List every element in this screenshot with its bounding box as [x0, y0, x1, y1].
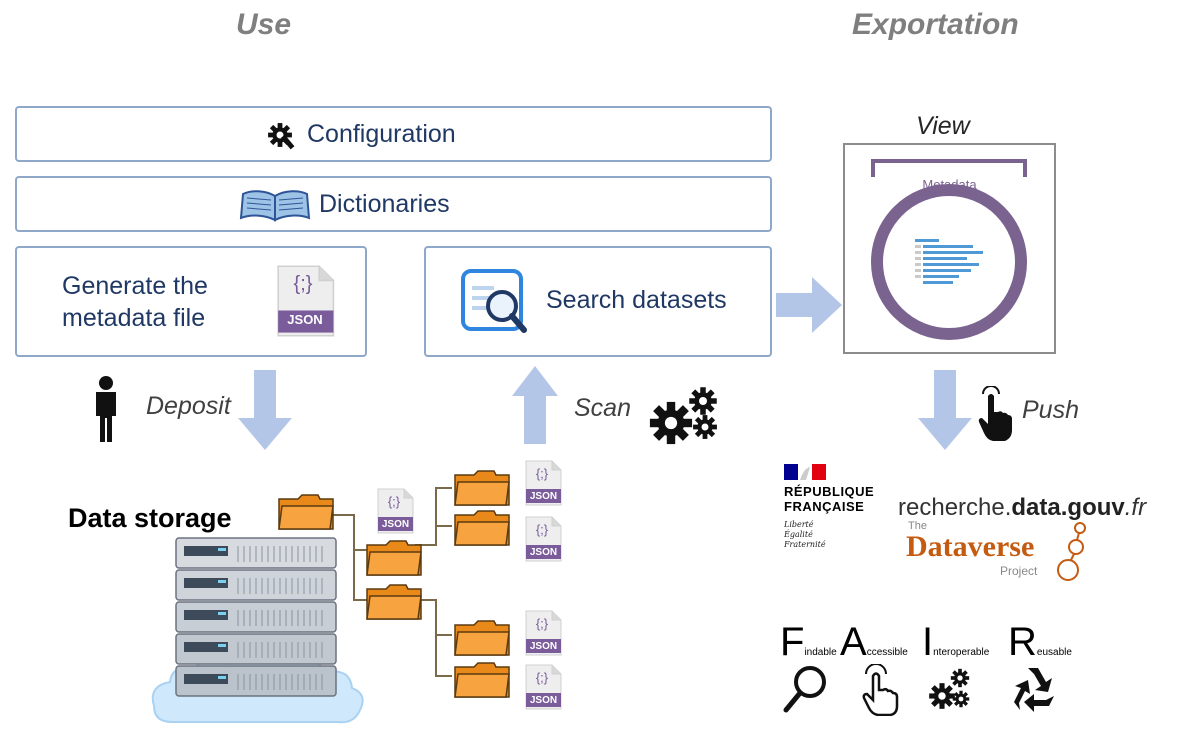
json-label: JSON: [287, 312, 323, 327]
metadata-view-card[interactable]: Metadata: [843, 143, 1056, 354]
dataverse-name: Dataverse: [906, 530, 1035, 563]
folder-tree-connectors: [330, 487, 452, 677]
server-rack-cloud-icon: [151, 537, 364, 724]
person-icon: [92, 376, 120, 442]
json-glyph: {;}: [293, 273, 313, 295]
configuration-panel[interactable]: Configuration: [15, 106, 772, 162]
dataverse-logo: The Dataverse Project: [902, 520, 1102, 582]
arrow-down-push-icon: [918, 370, 972, 450]
search-datasets-label: Search datasets: [546, 286, 727, 314]
arrow-right-icon: [776, 277, 842, 333]
json-label: JSON: [529, 695, 558, 706]
folder-icon: [454, 510, 510, 546]
json-label: JSON: [529, 491, 558, 502]
data-gouv-text: data.gouv: [1011, 494, 1125, 521]
view-label: View: [916, 112, 970, 140]
fr-text: .fr: [1124, 494, 1147, 521]
arrow-down-icon: [238, 370, 292, 450]
republique-francaise-logo: RÉPUBLIQUE FRANÇAISE Liberté Égalité Fra…: [782, 462, 894, 562]
dictionaries-label: Dictionaries: [319, 190, 450, 218]
generate-metadata-panel[interactable]: Generate the metadata file {;} JSON: [15, 246, 367, 357]
json-glyph: {;}: [387, 494, 401, 509]
fair-f: F: [780, 620, 805, 664]
folder-icon: [366, 540, 422, 576]
republique-line1: RÉPUBLIQUE: [784, 484, 875, 499]
json-file-icon: {;} JSON: [524, 460, 562, 506]
fair-i: I: [922, 620, 934, 664]
configuration-label: Configuration: [307, 120, 456, 148]
interoperable-gears-icon: [929, 668, 970, 709]
generate-metadata-label: Generate the metadata file: [62, 270, 208, 334]
scan-label: Scan: [574, 394, 631, 422]
tap-hand-icon: [978, 386, 1012, 441]
fair-reusable-rest: eusable: [1036, 647, 1072, 658]
motto-fraternite: Fraternité: [784, 540, 826, 549]
fair-a: A: [840, 620, 867, 664]
folder-icon: [278, 494, 334, 530]
folder-icon: [366, 584, 422, 620]
folder-icon: [454, 620, 510, 656]
recycle-icon: [1014, 668, 1054, 712]
use-heading: Use: [236, 8, 292, 41]
json-label: JSON: [529, 641, 558, 652]
folder-icon: [454, 662, 510, 698]
recherche-text: recherche.: [898, 494, 1012, 521]
motto-egalite: Égalité: [784, 530, 813, 539]
dictionaries-panel[interactable]: Dictionaries: [15, 176, 772, 232]
json-file-icon: {;} JSON: [376, 488, 414, 534]
json-label: JSON: [381, 519, 410, 530]
dataverse-the: The: [908, 520, 927, 532]
republique-line2: FRANÇAISE: [784, 499, 865, 514]
fair-accessible-rest: ccessible: [866, 647, 908, 658]
fair-findable-rest: indable: [804, 647, 837, 658]
pointer-hand-icon: [862, 664, 899, 716]
french-flag-icon: [784, 464, 826, 480]
data-storage-title: Data storage: [68, 503, 232, 533]
push-label: Push: [1022, 396, 1079, 424]
dataverse-circles-icon: [1057, 522, 1086, 581]
search-datasets-panel[interactable]: Search datasets: [424, 246, 772, 357]
json-glyph: {;}: [535, 670, 549, 685]
json-file-icon: {;} JSON: [524, 516, 562, 562]
fair-interoperable: Interoperable: [922, 620, 989, 665]
recherche-data-gouv-logo: recherche.data.gouv.fr: [898, 494, 1146, 522]
fair-accessible: Accessible: [840, 620, 908, 665]
fair-findable: Findable: [780, 620, 837, 665]
generate-line2: metadata file: [62, 304, 206, 332]
json-file-icon: {;} JSON: [524, 610, 562, 656]
arrow-up-icon: [512, 366, 558, 444]
open-book-icon: [239, 188, 311, 222]
exportation-heading: Exportation: [852, 8, 1019, 41]
json-glyph: {;}: [535, 616, 549, 631]
metadata-document-icon: [871, 159, 1027, 340]
gears-icon: [649, 387, 717, 445]
dataverse-project: Project: [1000, 564, 1038, 578]
json-glyph: {;}: [535, 522, 549, 537]
json-file-icon: {;} JSON: [524, 664, 562, 710]
folder-icon: [454, 470, 510, 506]
gear-wrench-icon: [267, 122, 299, 150]
search-document-icon: [460, 268, 530, 336]
json-glyph: {;}: [535, 466, 549, 481]
fair-interoperable-rest: nteroperable: [933, 647, 990, 658]
fair-principles: Findable Accessible Interoperable Reusab…: [780, 620, 1080, 720]
generate-line1: Generate the: [62, 272, 208, 300]
fair-r: R: [1008, 620, 1037, 664]
fair-reusable: Reusable: [1008, 620, 1072, 665]
motto-liberte: Liberté: [784, 520, 814, 529]
deposit-label: Deposit: [146, 392, 231, 420]
json-file-icon: {;} JSON: [275, 264, 335, 338]
metadata-card-title: Metadata: [922, 177, 977, 192]
magnifier-icon: [783, 666, 826, 713]
json-label: JSON: [529, 547, 558, 558]
